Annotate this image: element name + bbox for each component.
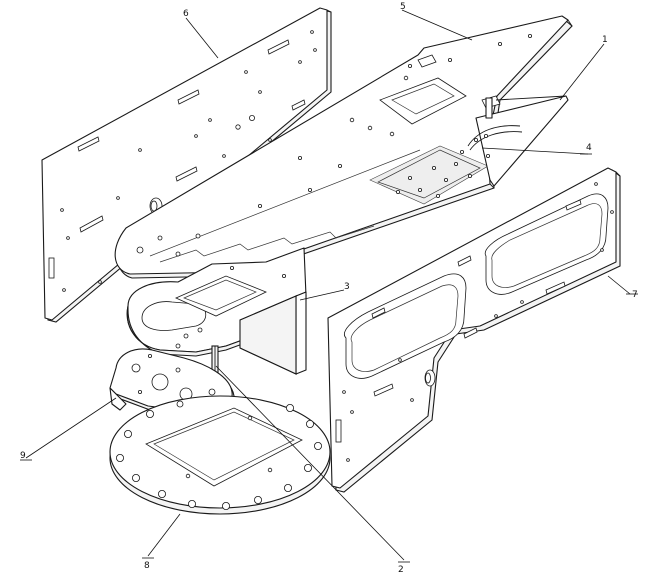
part-8-base-disc (109, 395, 331, 515)
leader-5 (401, 9, 473, 41)
leader-8 (147, 513, 181, 557)
part-5-top-deck-plate (114, 15, 573, 279)
callout-2: 2 (398, 565, 404, 575)
leader-2 (215, 365, 405, 561)
leader-7 (607, 275, 631, 295)
leader-lines (20, 9, 638, 563)
callout-5: 5 (400, 2, 406, 12)
callout-labels: 6 5 1 4 3 7 9 8 2 (20, 2, 638, 575)
callout-7: 7 (632, 290, 638, 300)
callout-1: 1 (602, 35, 608, 45)
leader-3 (299, 289, 345, 301)
part-3-vertical-bracket (239, 291, 307, 375)
leader-6 (185, 17, 219, 59)
part-7-right-side-plate (327, 167, 621, 493)
callout-6: 6 (183, 9, 189, 19)
leader-9 (25, 397, 117, 459)
callout-8: 8 (144, 561, 150, 571)
part-1-nose-brace (467, 95, 569, 187)
callout-3: 3 (344, 282, 350, 292)
leader-4 (481, 147, 589, 155)
leader-1 (559, 43, 605, 101)
callout-4: 4 (586, 143, 592, 153)
callout-9: 9 (20, 451, 26, 461)
